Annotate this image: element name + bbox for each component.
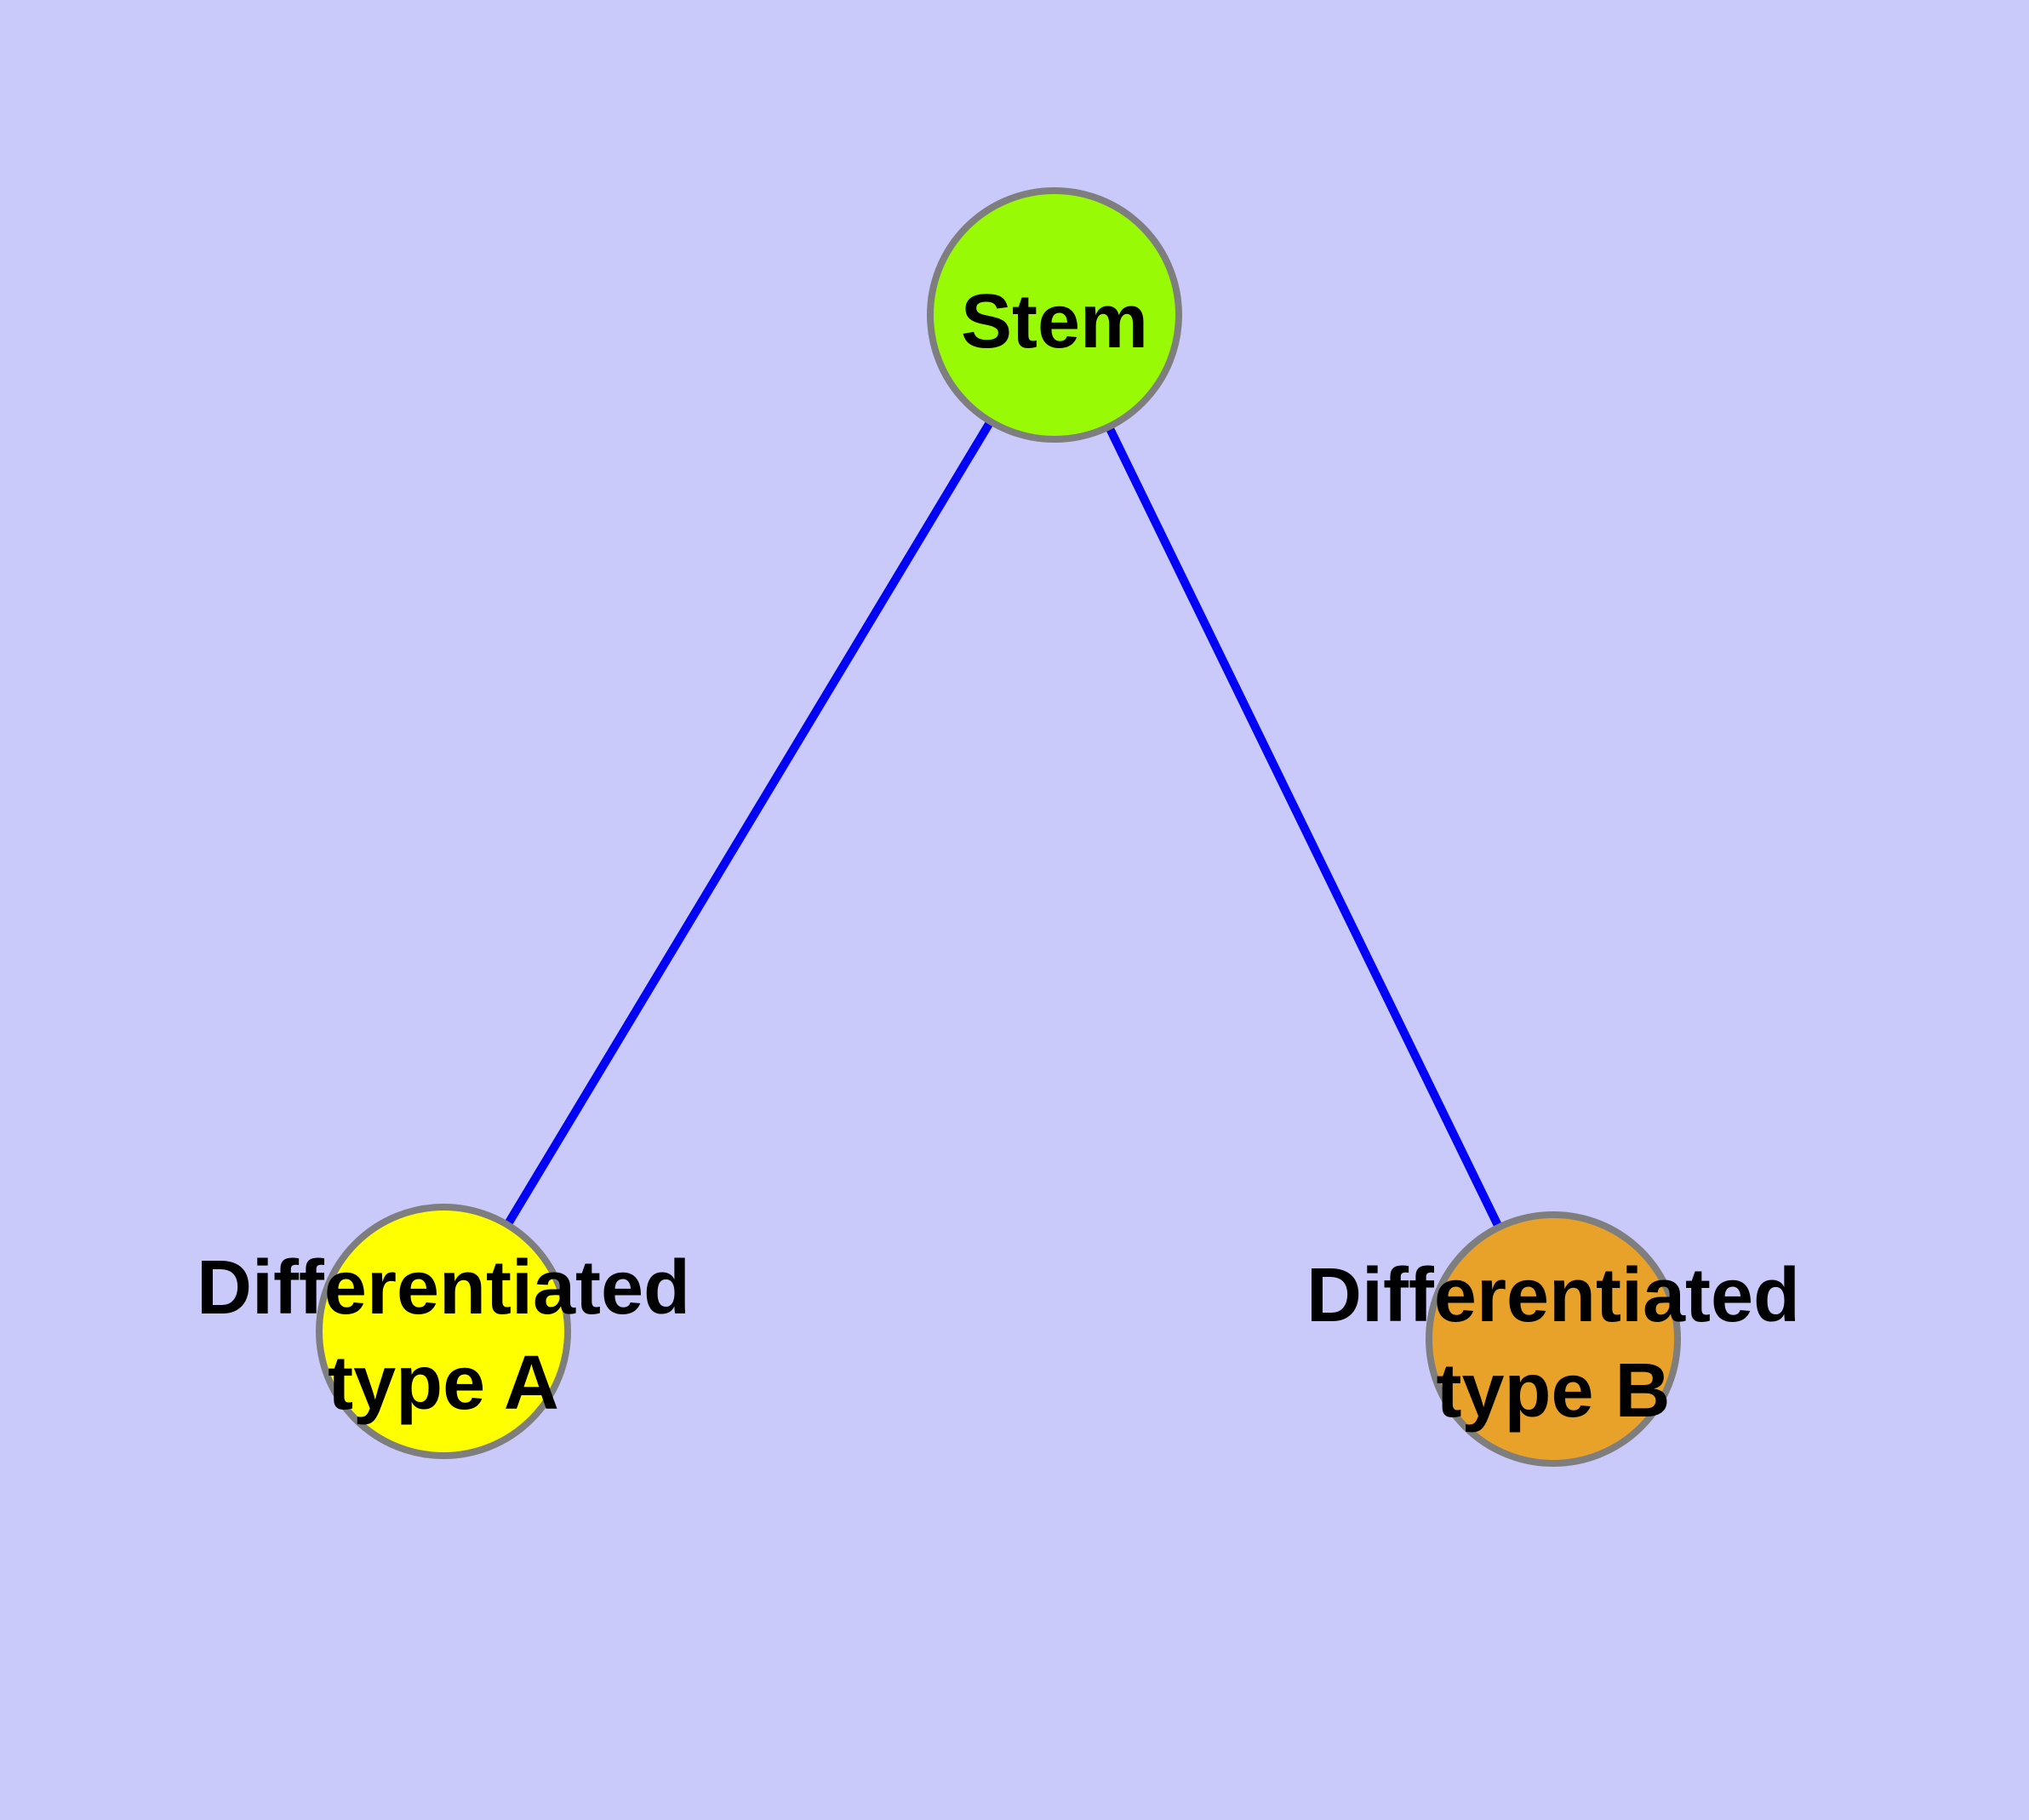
edge-stem-to-type-b	[1050, 312, 1557, 1342]
node-stem-circle	[927, 187, 1182, 443]
node-type-b-label-line1: Differentiated	[1306, 1253, 1800, 1338]
edge-stem-to-type-a	[439, 312, 1059, 1334]
node-type-b-circle	[1426, 1211, 1681, 1467]
node-type-b-label-line2: type B	[1436, 1348, 1670, 1434]
node-stem-label: Stem	[961, 279, 1148, 364]
node-stem: Stem	[927, 187, 1182, 443]
node-type-a-label-line1: Differentiated	[197, 1245, 690, 1331]
node-differentiated-type-a: Differentiated type A	[197, 1204, 690, 1459]
node-differentiated-type-b: Differentiated type B	[1306, 1211, 1800, 1467]
node-type-a-circle	[316, 1204, 571, 1459]
node-type-a-label-line2: type A	[328, 1341, 559, 1426]
